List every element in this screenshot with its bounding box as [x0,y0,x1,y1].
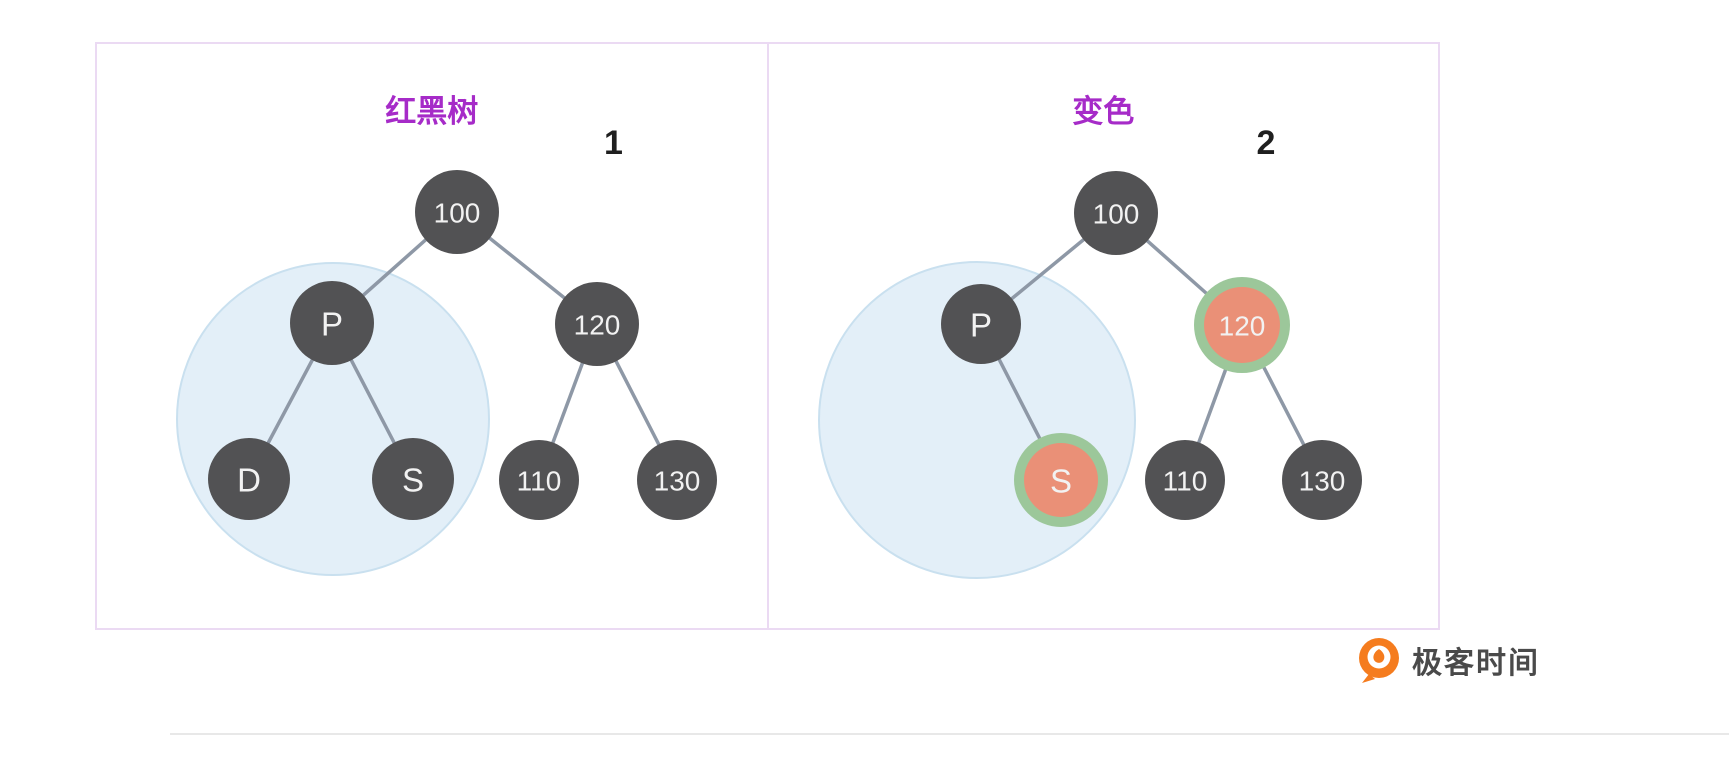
node-circle [940,284,1021,364]
tree-node-100: 100 [415,170,499,254]
node-circle [499,440,579,520]
tree-node-P: P [290,281,374,365]
node-circle [1203,287,1280,363]
tree-node-130: 130 [637,440,717,520]
divider-line [170,733,1729,735]
node-label: P [969,307,991,344]
node-label: D [237,462,261,499]
panel-title: 红黑树 [385,94,479,129]
tree-node-130: 130 [1281,440,1362,520]
node-label: 120 [1218,311,1265,342]
brand-name: 极客时间 [1412,647,1540,680]
node-label: 130 [654,466,701,497]
tree-node-120: 120 [555,282,639,366]
node-circle [208,438,290,520]
tree-node-S: S [1013,433,1108,527]
node-circle [637,440,717,520]
node-circle [1023,443,1098,517]
node-circle [290,281,374,365]
node-circle [555,282,639,366]
tree-node-110: 110 [499,440,579,520]
node-circle [415,170,499,254]
node-label: 130 [1298,466,1345,497]
tree-node-120: 120 [1193,277,1290,373]
step-number: 1 [604,124,623,162]
node-label: S [402,462,424,499]
node-label: 100 [434,198,481,229]
node-circle [1144,440,1225,520]
tree-node-100: 100 [1073,171,1158,255]
geektime-logo-icon-svg [1359,638,1399,683]
node-circle [1073,171,1158,255]
node-label: 110 [517,466,562,497]
panel-title: 变色 [1072,94,1135,129]
tree-node-S: S [372,438,454,520]
geektime-logo-icon [1356,636,1402,684]
node-circle [1281,440,1362,520]
node-label: 120 [574,310,621,341]
brand-logo: 极客时间 [1356,636,1540,684]
tree-node-P: P [940,284,1021,364]
tree-node-D: D [208,438,290,520]
node-label: P [321,306,343,343]
node-label: S [1049,463,1071,500]
node-label: 110 [1162,466,1207,497]
node-label: 100 [1092,199,1139,230]
node-circle [372,438,454,520]
tree-node-110: 110 [1144,440,1225,520]
step-number: 2 [1256,124,1276,162]
